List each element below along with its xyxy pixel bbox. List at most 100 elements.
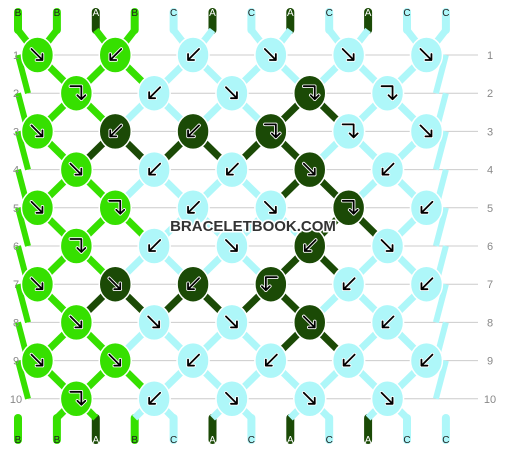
knot	[293, 380, 327, 418]
knot	[254, 36, 288, 74]
knot	[176, 189, 210, 227]
knot-arrow-icon	[69, 85, 87, 101]
thread-letter-bottom: C	[403, 435, 410, 446]
thread-letter-top: A	[287, 8, 294, 19]
thread-letter-top: A	[365, 8, 372, 19]
knot	[370, 74, 405, 112]
knot-oval	[59, 74, 94, 112]
thread-letter-top: C	[442, 8, 449, 19]
knot	[98, 265, 132, 303]
thread-letter-top: C	[403, 8, 410, 19]
knot-arrow-icon	[302, 391, 316, 405]
knot	[98, 36, 132, 74]
knot-arrow-icon	[381, 315, 395, 329]
knot	[176, 36, 210, 74]
thread-letter-bottom: C	[248, 435, 255, 446]
thread-letter-bottom: B	[131, 435, 138, 446]
knot	[20, 36, 55, 74]
knot	[331, 341, 366, 380]
row-label-right: 5	[487, 203, 493, 215]
knot	[137, 303, 171, 342]
knot	[254, 189, 288, 227]
knot	[254, 265, 288, 303]
knot	[215, 150, 249, 189]
knot	[215, 74, 249, 112]
knot-arrow-icon	[341, 199, 359, 215]
knot-arrow-icon	[225, 391, 238, 405]
knot-arrow-icon	[303, 239, 317, 252]
row-label-right: 3	[487, 126, 493, 138]
thread-letter-bottom: B	[15, 435, 22, 446]
thread-letter-bottom: C	[326, 435, 333, 446]
knot	[215, 227, 249, 265]
knot	[59, 74, 94, 112]
knot	[409, 36, 444, 74]
knot	[137, 150, 171, 189]
knot-arrow-icon	[225, 239, 238, 252]
knot-arrow-icon	[69, 238, 87, 253]
row-label-left: 6	[13, 241, 19, 253]
knot	[370, 380, 405, 418]
knot-arrow-icon	[420, 277, 434, 291]
row-label-right: 4	[487, 165, 493, 177]
knot-arrow-icon	[30, 48, 44, 61]
row-label-right: 9	[487, 356, 493, 368]
knot-arrow-icon	[187, 124, 200, 138]
knot-arrow-icon	[69, 315, 83, 329]
knot-arrow-icon	[148, 239, 162, 252]
knot-arrow-icon	[263, 200, 277, 214]
knot	[59, 227, 94, 265]
knot	[409, 265, 444, 303]
edge-thread	[432, 283, 449, 324]
knot-arrow-icon	[69, 162, 83, 176]
knot-oval	[254, 265, 288, 303]
knot	[293, 227, 327, 265]
knot-arrow-icon	[148, 391, 162, 405]
knot-oval	[331, 112, 366, 151]
thread-letter-top: A	[209, 8, 216, 19]
knot-arrow-icon	[302, 85, 320, 101]
knot	[293, 74, 327, 112]
knot-arrow-icon	[69, 390, 87, 406]
knot-arrow-icon	[302, 315, 316, 329]
thread-letter-bottom: C	[170, 435, 177, 446]
knot-arrow-icon	[30, 277, 44, 291]
edge-thread	[432, 359, 449, 400]
edge-thread	[15, 207, 31, 247]
knot	[293, 150, 327, 189]
knot	[98, 112, 132, 151]
knot	[331, 265, 366, 303]
knot	[370, 150, 405, 189]
knot-arrow-icon	[225, 315, 238, 329]
knots	[20, 36, 444, 418]
knot	[254, 112, 288, 151]
knot-oval	[370, 74, 405, 112]
knot-oval	[59, 227, 94, 265]
knot-arrow-icon	[263, 123, 281, 139]
knot-arrow-icon	[187, 353, 200, 367]
thread-letter-bottom: A	[209, 435, 216, 446]
knot-arrow-icon	[187, 200, 200, 214]
knot	[370, 227, 405, 265]
knot-arrow-icon	[380, 85, 398, 101]
knot	[20, 112, 55, 151]
thread-letter-top: B	[54, 8, 61, 19]
knot	[59, 150, 94, 189]
knot	[370, 303, 405, 342]
knot	[331, 36, 366, 74]
row-label-left: 3	[13, 126, 19, 138]
row-label-left: 9	[13, 356, 19, 368]
knot-oval	[331, 189, 366, 227]
thread-letter-top: A	[92, 8, 99, 19]
row-label-right: 2	[487, 88, 493, 100]
row-label-left: 1	[13, 50, 19, 62]
row-label-left: 4	[13, 165, 19, 177]
thread-letter-bottom: A	[287, 435, 294, 446]
knot	[20, 265, 55, 303]
knot-oval	[59, 380, 94, 418]
knot-arrow-icon	[342, 277, 356, 291]
edge-thread	[15, 359, 31, 400]
row-label-left: 2	[13, 88, 19, 100]
row-label-right: 10	[484, 394, 496, 406]
